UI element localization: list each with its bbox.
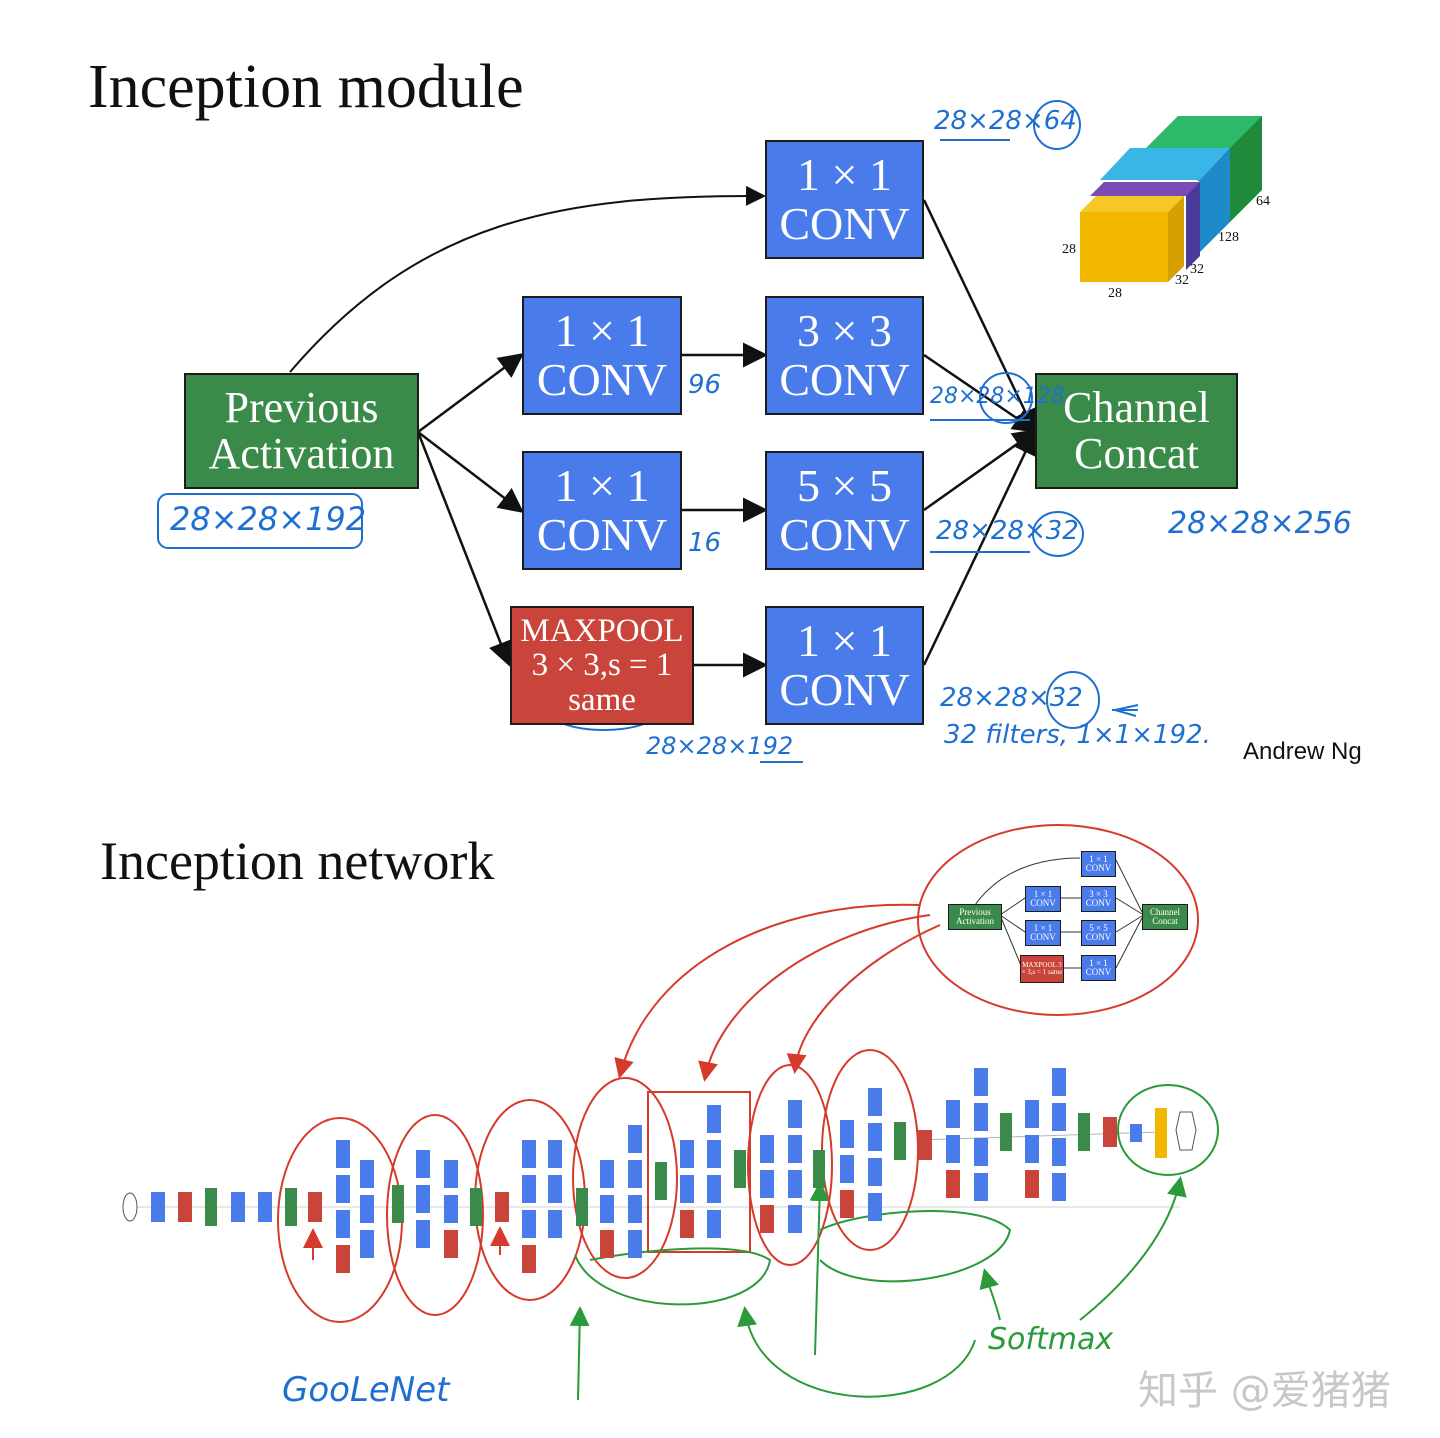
filters-note: 32 filters, 1×1×192. — [944, 720, 1211, 750]
pool-dim-note: 28×28×192 — [646, 732, 794, 760]
conv-5x5-size: 5 × 5 — [797, 460, 892, 512]
maxpool-padding: same — [568, 681, 636, 718]
conv-1x1-top-box: 1 × 1 CONV — [765, 140, 924, 259]
input-dim-note: 28×28×192 — [170, 500, 367, 538]
credit-andrew-ng: Andrew Ng — [1243, 738, 1362, 765]
cube-label-depth-green: 64 — [1256, 194, 1270, 209]
inset-conv-5x5: 5 × 5 CONV — [1081, 920, 1116, 946]
softmax-note: Softmax — [988, 1322, 1114, 1357]
channel-concat-line1: Channel — [1063, 382, 1210, 432]
inset-conv-1x1-b: 1 × 1 CONV — [1025, 920, 1061, 946]
concat-dim-note: 28×28×256 — [1168, 506, 1352, 541]
previous-activation-line1: Previous — [224, 382, 379, 432]
previous-activation-box: Previous Activation — [184, 373, 419, 489]
conv-1x1-top-size: 1 × 1 — [797, 149, 892, 201]
conv-5x5-label: CONV — [779, 508, 910, 560]
conv-1x1-reduce-3x3-size: 1 × 1 — [554, 305, 650, 357]
inset-conv-1x1-top: 1 × 1 CONV — [1081, 851, 1116, 877]
out-64-note: 28×28×64 — [934, 106, 1077, 136]
out-128-note: 28×28×128 — [930, 384, 1065, 409]
inset-channel-concat: Channel Concat — [1142, 904, 1188, 930]
conv-1x1-reduce-5x5-size: 1 × 1 — [554, 460, 650, 512]
module-title: Inception module — [88, 53, 524, 121]
cube-label-depth-blue: 128 — [1218, 230, 1239, 245]
conv-1x1-top-label: CONV — [779, 197, 910, 249]
maxpool-box: MAXPOOL 3 × 3,s = 1 same — [510, 606, 694, 725]
inset-previous-activation: Previous Activation — [948, 904, 1002, 930]
reduce-96-note: 96 — [688, 370, 722, 400]
conv-3x3-box: 3 × 3 CONV — [765, 296, 924, 415]
channel-concat-box: Channel Concat — [1035, 373, 1238, 489]
googlenet-note: GooLeNet — [282, 1370, 450, 1410]
conv-1x1-reduce-3x3-box: 1 × 1 CONV — [522, 296, 682, 415]
out-32a-note: 28×28×32 — [936, 516, 1079, 546]
conv-1x1-after-pool-size: 1 × 1 — [797, 615, 892, 667]
reduce-16-note: 16 — [688, 528, 722, 558]
inset-maxpool: MAXPOOL 3 × 3,s = 1 same — [1020, 955, 1064, 983]
maxpool-label: MAXPOOL — [520, 612, 684, 649]
cube-label-height: 28 — [1062, 242, 1076, 257]
conv-1x1-reduce-3x3-label: CONV — [536, 353, 668, 405]
conv-1x1-after-pool-box: 1 × 1 CONV — [765, 606, 924, 725]
out-32b-note: 28×28×32 — [940, 683, 1083, 713]
network-title: Inception network — [100, 831, 495, 891]
maxpool-params: 3 × 3,s = 1 — [531, 647, 673, 684]
watermark: 知乎 @爱猪猪 — [1138, 1368, 1391, 1414]
previous-activation-line2: Activation — [208, 429, 395, 478]
channel-concat-line2: Concat — [1074, 429, 1199, 478]
inset-conv-1x1-a: 1 × 1 CONV — [1025, 886, 1061, 912]
cube-label-depth-purple: 32 — [1190, 262, 1204, 277]
inset-conv-3x3: 3 × 3 CONV — [1081, 886, 1116, 912]
cube-label-depth-yellow: 32 — [1175, 273, 1189, 288]
cube-label-width: 28 — [1108, 286, 1122, 301]
inset-conv-1x1-c: 1 × 1 CONV — [1081, 955, 1116, 981]
conv-5x5-box: 5 × 5 CONV — [765, 451, 924, 570]
conv-1x1-after-pool-label: CONV — [779, 663, 910, 715]
conv-3x3-label: CONV — [779, 353, 910, 405]
conv-1x1-reduce-5x5-box: 1 × 1 CONV — [522, 451, 682, 570]
conv-3x3-size: 3 × 3 — [797, 305, 892, 357]
conv-1x1-reduce-5x5-label: CONV — [536, 508, 668, 560]
